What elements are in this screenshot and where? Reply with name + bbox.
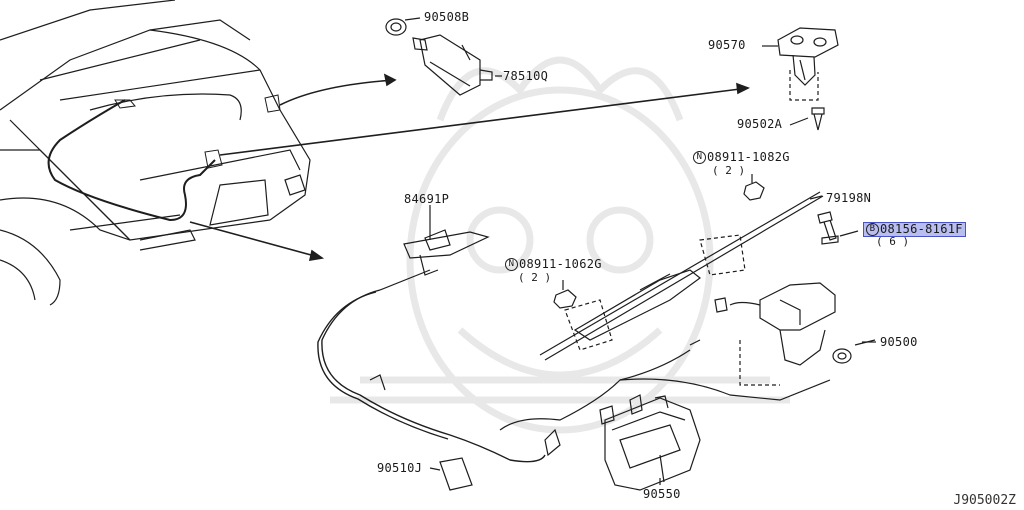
vehicle-rear	[0, 0, 311, 306]
parts-drawing	[317, 17, 876, 491]
leader-arrows	[189, 73, 751, 261]
part-label-84691p: 84691P	[404, 192, 450, 206]
part-qty-08911-1062g: ( 2 )	[518, 271, 552, 284]
part-label-90510j: 90510J	[377, 461, 423, 475]
diagram-reference-code: J905002Z	[953, 493, 1016, 508]
part-number-text: 08156-8161F	[880, 222, 963, 236]
part-qty-08911-1082g: ( 2 )	[712, 164, 746, 177]
part-label-78510q: 78510Q	[503, 69, 549, 83]
part-label-90500: 90500	[880, 335, 918, 349]
part-label-90570: 90570	[708, 38, 746, 52]
part-label-90502a: 90502A	[737, 117, 783, 131]
n-circle-icon: N	[693, 151, 706, 164]
part-label-90508b: 90508B	[424, 10, 470, 24]
part-label-79198n: 79198N	[826, 191, 872, 205]
watermark-logo	[330, 56, 790, 434]
part-number-text: 08911-1082G	[707, 150, 790, 164]
n-circle-icon: N	[505, 258, 518, 271]
b-circle-icon: B	[866, 223, 879, 236]
part-label-90550: 90550	[643, 487, 681, 501]
part-number-text: 08911-1062G	[519, 257, 602, 271]
part-qty-08156-8161f: ( 6 )	[876, 235, 910, 248]
